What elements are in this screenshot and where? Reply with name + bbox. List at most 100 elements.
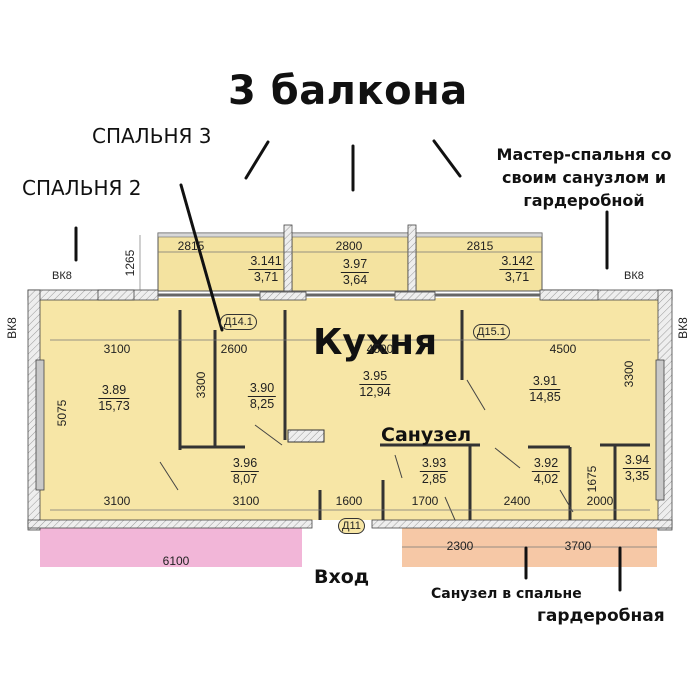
- master-line-3: гардеробной: [523, 191, 645, 210]
- kitchen-annotation: Кухня: [313, 322, 438, 363]
- dim-bottom-5: 2400: [503, 494, 531, 508]
- vk8-tag-right-side: ВК8: [676, 317, 690, 339]
- door-swing-4: [494, 447, 521, 469]
- room-bathroom-label: 3.93 2,85: [419, 456, 449, 487]
- room-3-89-area: 15,73: [98, 399, 130, 413]
- bedroom3-annotation: СПАЛЬНЯ 3: [92, 124, 212, 148]
- room-bedroom3-label: 3.90 8,25: [247, 381, 277, 412]
- dim-lower-right-1: 2300: [446, 539, 474, 553]
- master-line-1: Мастер-спальня со: [496, 145, 672, 164]
- door-swing-3: [394, 454, 403, 479]
- dim-top-kitchen: 4500: [366, 342, 394, 356]
- pointer-master: [432, 139, 462, 178]
- balcony-3-area: 3,71: [504, 270, 530, 284]
- dim-bedroom2-height: 3300: [194, 371, 208, 399]
- door-tag-d15: Д15.1: [473, 324, 510, 340]
- door-tag-d14: Д14.1: [220, 314, 257, 330]
- room-3-93-area: 2,85: [421, 472, 447, 486]
- balcony-2-width: 2800: [335, 239, 363, 253]
- balcony-1-width: 2815: [177, 239, 205, 253]
- door-tag-d11: Д11: [338, 518, 365, 534]
- balcony-1-label: 3.141 3,71: [248, 254, 284, 285]
- dim-bottom-2: 3100: [232, 494, 260, 508]
- pointer-bedroom2: [179, 183, 224, 332]
- dim-bottom-6: 2000: [586, 494, 614, 508]
- room-hall-label: 3.96 8,07: [230, 456, 260, 487]
- bedroom-bathroom-annotation: Санузел в спальне: [431, 586, 582, 602]
- vk8-tag-left-side: ВК8: [5, 317, 19, 339]
- dim-top-middle: 2600: [220, 342, 248, 356]
- wall-top-mid-2: [394, 291, 436, 301]
- room-3-93-number: 3.93: [419, 456, 449, 472]
- master-line-2: своим санузлом и: [501, 168, 667, 187]
- dim-lower-left: 6100: [162, 554, 190, 568]
- entrance-annotation: Вход: [314, 566, 370, 588]
- wall-top-left: [27, 289, 159, 301]
- balcony-rail: [157, 232, 543, 238]
- page-title: 3 балкона: [228, 68, 468, 114]
- wardrobe-annotation: гардеробная: [537, 606, 665, 626]
- room-3-89-number: 3.89: [98, 383, 130, 399]
- balcony-3-width: 2815: [466, 239, 494, 253]
- balcony-2-area: 3,64: [342, 273, 368, 287]
- room-3-92-number: 3.92: [531, 456, 561, 472]
- kitchen-niche: [287, 429, 325, 443]
- door-swing-5: [466, 379, 486, 411]
- dim-master-height: 3300: [622, 360, 636, 388]
- balcony-1-number: 3.141: [248, 254, 284, 270]
- column-right: [655, 359, 665, 501]
- door-swing-2: [159, 461, 179, 491]
- wall-bottom-left: [27, 519, 313, 529]
- dim-top-left: 3100: [103, 342, 131, 356]
- wall-top-mid-4: [539, 289, 599, 301]
- vk8-tag-right-top: ВК8: [624, 270, 644, 282]
- bathroom-annotation: Санузел: [381, 424, 472, 446]
- room-3-90-area: 8,25: [249, 397, 275, 411]
- dim-top-right: 4500: [549, 342, 577, 356]
- room-3-94-area: 3,35: [624, 469, 650, 483]
- balcony-3-label: 3.142 3,71: [499, 254, 535, 285]
- room-3-92-area: 4,02: [533, 472, 559, 486]
- dim-lower-right-2: 3700: [564, 539, 592, 553]
- door-swing-7: [444, 496, 456, 521]
- room-3-95-area: 12,94: [359, 385, 391, 399]
- room-3-95-number: 3.95: [359, 369, 391, 385]
- dim-left-height: 5075: [55, 399, 69, 427]
- door-swing-1: [254, 424, 283, 446]
- apartment-floor: [40, 298, 658, 520]
- room-wardrobe-label: 3.94 3,35: [622, 453, 652, 484]
- column-left: [35, 359, 45, 491]
- balcony-2-label: 3.97 3,64: [340, 257, 370, 288]
- dim-wardrobe-height: 1675: [585, 465, 599, 493]
- door-swing-6: [559, 489, 574, 513]
- balcony-3-number: 3.142: [499, 254, 535, 270]
- dim-bottom-3: 1600: [335, 494, 363, 508]
- room-3-96-number: 3.96: [230, 456, 260, 472]
- balcony-post-1: [283, 224, 293, 292]
- wall-top-mid-1: [259, 291, 307, 301]
- dim-bottom-1: 3100: [103, 494, 131, 508]
- room-kitchen-label: 3.95 12,94: [359, 369, 391, 400]
- room-3-94-number: 3.94: [622, 453, 652, 469]
- room-3-96-area: 8,07: [232, 472, 258, 486]
- bedroom2-annotation: СПАЛЬНЯ 2: [22, 176, 142, 200]
- pointer-bedroom3: [244, 140, 270, 180]
- balcony-1: [157, 232, 285, 292]
- pink-zone: [40, 527, 302, 567]
- room-3-91-area: 14,85: [529, 390, 561, 404]
- dim-bottom-4: 1700: [411, 494, 439, 508]
- room-bedroom-bath-label: 3.92 4,02: [531, 456, 561, 487]
- balcony-3: [415, 232, 543, 292]
- vk8-tag-left-top: ВК8: [52, 270, 72, 282]
- balcony-2-number: 3.97: [340, 257, 370, 273]
- room-bedroom2-label: 3.89 15,73: [98, 383, 130, 414]
- wall-top-mid-3: [97, 289, 135, 301]
- room-3-91-number: 3.91: [529, 374, 561, 390]
- room-master-label: 3.91 14,85: [529, 374, 561, 405]
- room-3-90-number: 3.90: [247, 381, 277, 397]
- balcony-depth: 1265: [123, 249, 137, 277]
- master-bedroom-annotation: Мастер-спальня со своим санузлом и гарде…: [484, 143, 684, 212]
- balcony-1-area: 3,71: [253, 270, 279, 284]
- wall-bottom-right: [371, 519, 673, 529]
